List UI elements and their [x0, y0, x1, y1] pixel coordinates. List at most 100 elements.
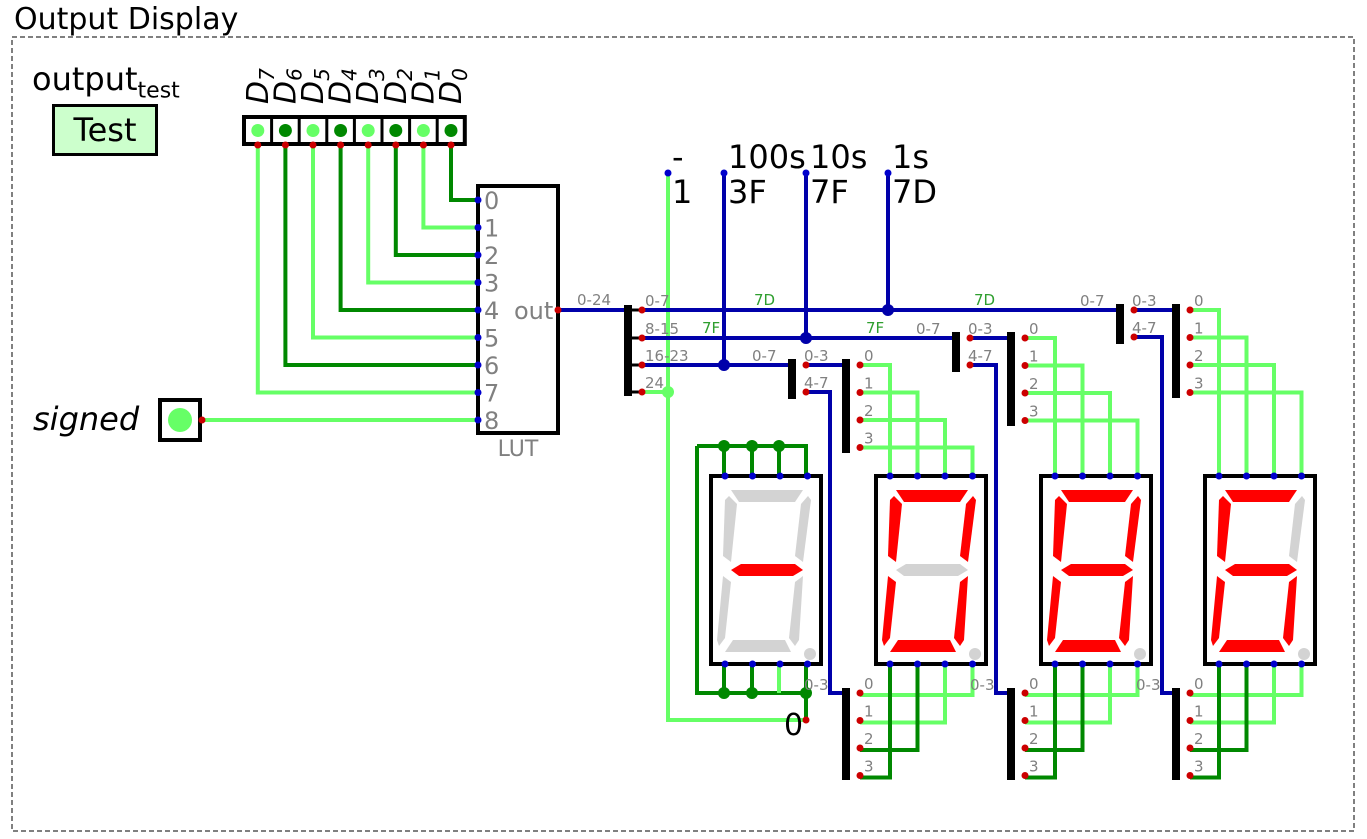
- splitter-pin: [1130, 306, 1138, 314]
- dip-led-icon: [361, 124, 375, 137]
- small-splitter-in-label: 0-7: [752, 347, 777, 365]
- wire-seg-bottom: [1025, 664, 1140, 697]
- nibble-out-label: 1: [864, 375, 874, 393]
- nibble-in-label: 0-3: [970, 676, 995, 694]
- signed-label: signed: [33, 400, 140, 438]
- bus-nibble-high: [970, 363, 1011, 695]
- lut-input-pin: [474, 196, 482, 204]
- lut-output-label: out: [514, 297, 553, 325]
- ones-digit-segment: [1225, 564, 1297, 576]
- dip-pin-dot: [392, 141, 400, 149]
- ones-digit-segment: [1283, 576, 1297, 646]
- display-pin: [1134, 660, 1141, 668]
- lut-input-pin: [474, 361, 482, 369]
- probe-value-label: 7F: [810, 173, 849, 211]
- small-splitter-out-label: 0-3: [1132, 292, 1157, 310]
- lut-input-pin: [474, 306, 482, 314]
- nibble-out-label: 2: [1029, 730, 1039, 748]
- nibble-out-label: 2: [864, 402, 874, 420]
- wire-d2: [393, 145, 478, 257]
- splitter-pin: [856, 361, 864, 369]
- nibble-out-label: 1: [864, 703, 874, 721]
- dip-pin-dot: [337, 141, 345, 149]
- splitter-pin: [856, 744, 864, 752]
- splitter-pin: [1021, 389, 1029, 397]
- splitter-pin: [1186, 306, 1194, 314]
- small-splitter-out-label: 4-7: [1132, 319, 1157, 337]
- probe-pin: [884, 169, 892, 177]
- display-pin: [1106, 472, 1114, 480]
- dip-label-sub: 7: [255, 68, 279, 81]
- dip-label-sub: 0: [448, 68, 472, 81]
- display-pin: [886, 472, 894, 480]
- signed-led-icon: [168, 408, 192, 432]
- lut-block: [476, 184, 560, 435]
- probe-name-label: 10s: [810, 138, 867, 176]
- junction-dot: [718, 359, 730, 371]
- display-pin: [776, 472, 784, 480]
- nibble-out-label: 3: [864, 758, 874, 776]
- signed-toggle-button[interactable]: [158, 398, 202, 442]
- wire-d5: [311, 145, 478, 340]
- display-pin: [1051, 472, 1059, 480]
- display-pin: [1243, 472, 1250, 480]
- ones-digit-segment: [1219, 640, 1285, 652]
- splitter-pin: [638, 361, 646, 369]
- splitter-pin: [1021, 689, 1029, 697]
- test-button[interactable]: Test: [52, 104, 158, 156]
- splitter-out-label: 24: [645, 374, 664, 392]
- lut-input-label: 1: [484, 215, 499, 243]
- dip-label-sub: 2: [393, 68, 417, 81]
- lut-input-label: 5: [484, 325, 499, 353]
- small-splitter-in-label: 0-7: [916, 320, 941, 338]
- splitter-pin: [802, 388, 810, 396]
- nibble-out-label: 3: [1029, 403, 1039, 421]
- splitter-pin: [1021, 417, 1029, 424]
- display-pin: [1298, 660, 1305, 668]
- dip-led-icon: [444, 124, 458, 137]
- dip-led-icon: [416, 124, 430, 137]
- dip-pin-dot: [364, 141, 372, 149]
- wire-seg-bottom: [1190, 664, 1221, 780]
- display-pin: [804, 472, 811, 480]
- junction-dot: [746, 687, 758, 699]
- probe-pin: [720, 169, 728, 177]
- lut-input-label: 6: [484, 352, 499, 380]
- constant-pin: [802, 716, 810, 724]
- dip-pin-dot: [254, 141, 262, 149]
- lut-input-label: 8: [484, 407, 499, 435]
- splitter-out-label: 8-15: [645, 320, 679, 338]
- hundreds-digit-decimal-point: [969, 648, 981, 660]
- small-splitter-out-label: 0-3: [968, 320, 993, 338]
- sign-digit-segment: [731, 564, 803, 576]
- wire-seg-bottom: [860, 664, 920, 752]
- ones-digit-segment: [1289, 496, 1305, 562]
- lut-input-label: 0: [484, 187, 499, 215]
- small-splitter-out-label: 4-7: [804, 374, 829, 392]
- splitter-pin: [856, 444, 864, 451]
- bus-nibble-high: [806, 390, 846, 695]
- splitter-pin: [1021, 334, 1029, 342]
- output-label-main: output: [32, 60, 138, 98]
- splitter-pin: [1021, 362, 1029, 369]
- bus-value-label: 7F: [702, 319, 720, 337]
- splitter-pin: [1186, 361, 1194, 369]
- signed-pin-dot: [198, 416, 206, 424]
- wire-d3: [366, 145, 478, 285]
- wire-seg-bottom: [1190, 664, 1304, 697]
- lut-input-label: 3: [484, 270, 499, 298]
- small-splitter-out-label: 4-7: [968, 347, 993, 365]
- wire-d0: [449, 145, 478, 202]
- nibble-out-label: 0: [864, 675, 874, 693]
- hundreds-digit-segment: [954, 576, 968, 646]
- hundreds-digit-segment: [960, 496, 976, 562]
- wire-seg-bottom: [1025, 664, 1085, 752]
- display-pin: [1106, 660, 1114, 668]
- splitter-pin: [638, 334, 646, 342]
- probe-pin: [664, 169, 672, 177]
- nibble-out-label: 0: [1029, 320, 1039, 338]
- display-pin: [1079, 472, 1086, 480]
- nibble-out-label: 0: [864, 347, 874, 365]
- wire-sign-top: [697, 444, 808, 476]
- display-pin: [804, 660, 811, 668]
